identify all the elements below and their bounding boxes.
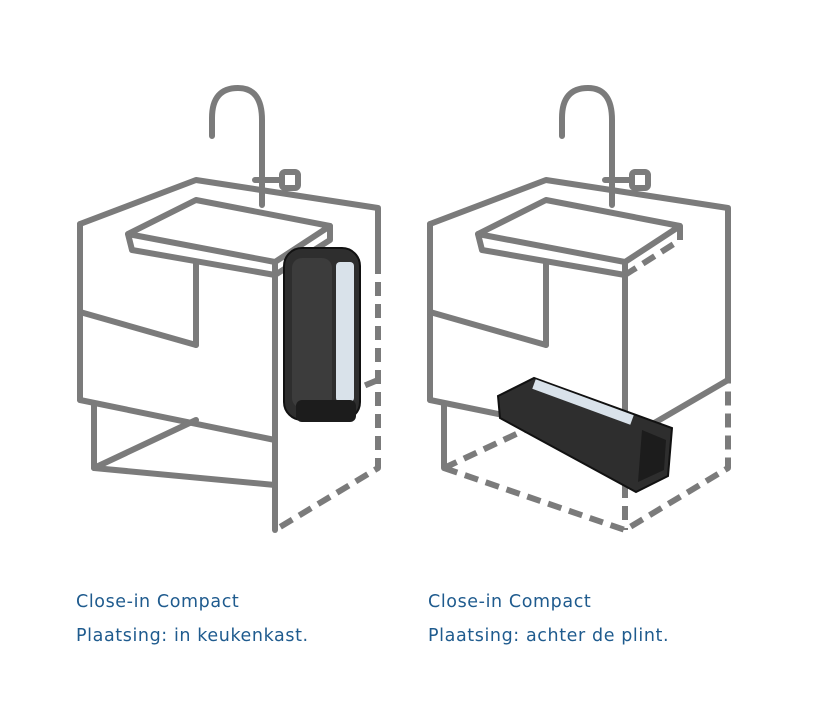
caption-placement: Plaatsing: achter de plint. [428, 626, 670, 646]
faucet-icon [209, 85, 265, 198]
cabinet-top [427, 177, 731, 383]
caption-in-cabinet: Close-in Compact Plaatsing: in keukenkas… [76, 585, 309, 653]
boiler-unit-standing [283, 247, 361, 422]
cabinet-diagram-in-cabinet [77, 85, 381, 533]
figure-in-cabinet: Close-in Compact Plaatsing: in keukenkas… [0, 0, 416, 707]
caption-placement: Plaatsing: in keukenkast. [76, 626, 309, 646]
caption-behind-plinth: Close-in Compact Plaatsing: achter de pl… [428, 585, 669, 653]
faucet-icon [559, 85, 615, 198]
caption-title: Close-in Compact [428, 592, 592, 612]
cabinet-diagram-behind-plinth [427, 85, 731, 533]
cabinet-top [77, 177, 381, 263]
figure-behind-plinth: Close-in Compact Plaatsing: achter de pl… [416, 0, 832, 707]
caption-title: Close-in Compact [76, 592, 240, 612]
boiler-unit-lying [496, 376, 674, 494]
